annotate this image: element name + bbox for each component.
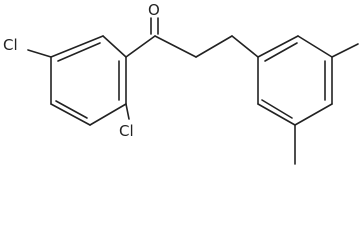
bond xyxy=(50,35,104,58)
double-bond-inner xyxy=(264,42,298,62)
bond xyxy=(125,35,156,58)
dichlorophenyl-ring xyxy=(50,35,127,126)
double-bond-inner xyxy=(55,100,88,119)
bond-to-chlorine xyxy=(125,103,130,120)
bond xyxy=(89,103,127,126)
bond xyxy=(102,35,127,58)
methyl-bond xyxy=(331,43,359,58)
dimethylphenyl-ring xyxy=(257,35,333,126)
chemical-structure: Cl Cl O xyxy=(3,1,359,165)
bond xyxy=(154,35,197,58)
bond xyxy=(195,35,233,58)
bond xyxy=(297,35,333,58)
bond xyxy=(294,103,333,126)
bond-to-chlorine xyxy=(27,49,52,58)
bond xyxy=(257,35,299,58)
double-bond-inner xyxy=(57,42,101,62)
chlorine-atom-label: Cl xyxy=(119,122,134,140)
bond xyxy=(257,103,296,126)
bond xyxy=(50,103,91,126)
oxygen-atom-label: O xyxy=(148,1,160,19)
double-bond-inner xyxy=(261,99,293,119)
bond xyxy=(231,35,259,58)
chlorine-atom-label: Cl xyxy=(3,36,18,54)
